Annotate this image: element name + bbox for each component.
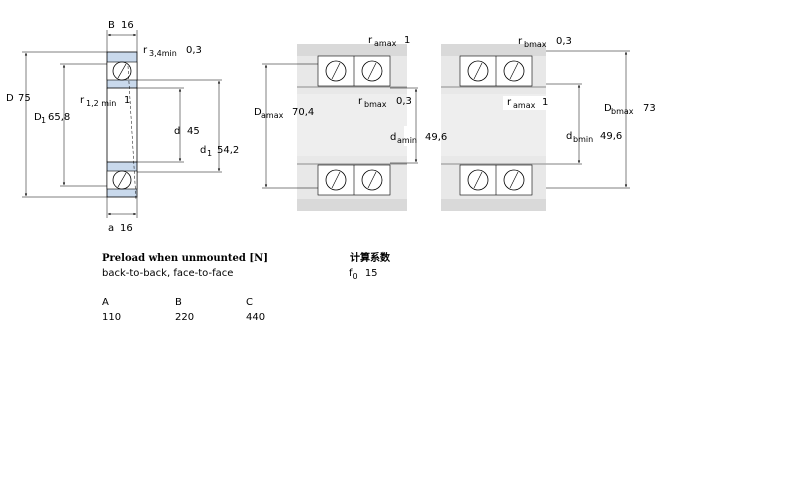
Db-value: 73 — [643, 103, 656, 114]
dim-r34: r 3,4min 0,3 — [143, 45, 202, 58]
Db-symbol: D — [604, 103, 612, 114]
rb-mid-value: 0,3 — [396, 96, 412, 107]
label-rb-mid: r bmax 0,3 — [358, 96, 412, 109]
B-value: 16 — [121, 20, 134, 31]
r12-symbol: r — [80, 95, 85, 106]
r12-value: 1 — [124, 95, 130, 106]
d1-value: 54,2 — [217, 145, 239, 156]
label-db: d bmin 49,6 — [566, 131, 622, 144]
preload-header-a: A — [102, 297, 109, 308]
preload-value-b: 220 — [175, 312, 195, 323]
factor-title: 计算系数 — [350, 253, 390, 264]
ra-mid-value: 1 — [542, 97, 548, 108]
a-label: a — [108, 223, 114, 234]
da-symbol: d — [390, 132, 396, 143]
label-da: d amin 49,6 — [390, 132, 447, 145]
D-label: D — [6, 93, 14, 104]
factor-row: f0 15 — [349, 268, 378, 283]
dim-a: a 16 — [106, 197, 138, 234]
rb-top-subscript: bmax — [524, 40, 547, 49]
dim-d: d 45 — [137, 87, 200, 163]
abutment-dimensions — [262, 50, 630, 189]
Db-subscript: bmax — [611, 107, 634, 116]
preload-value-a: 110 — [102, 312, 122, 323]
d-label: d — [174, 126, 180, 137]
dim-D1: D 1 65,8 — [34, 63, 107, 187]
db-value: 49,6 — [600, 131, 622, 142]
preload-arrangement: back-to-back, face-to-face — [102, 268, 234, 279]
label-Db: D bmax 73 — [604, 103, 656, 116]
preload-title: Preload when unmounted [N] — [102, 253, 268, 264]
ra-top-value: 1 — [404, 35, 410, 46]
r12-subscript: 1,2 min — [86, 99, 116, 108]
label-rb-top: r bmax 0,3 — [518, 36, 572, 49]
label-ra-top: r amax 1 — [368, 35, 410, 48]
ra-top-symbol: r — [368, 35, 373, 46]
ra-mid-subscript: amax — [513, 101, 536, 110]
d1-symbol: d — [200, 145, 206, 156]
D1-symbol: D — [34, 112, 42, 123]
dim-d1: d 1 54,2 — [137, 79, 239, 173]
factor-symbol: f — [349, 268, 353, 279]
r34-subscript: 3,4min — [149, 49, 177, 58]
a-value: 16 — [120, 223, 133, 234]
dim-D: D 75 — [6, 51, 107, 198]
factor-value: 15 — [364, 268, 378, 279]
d-value: 45 — [187, 126, 200, 137]
rb-top-symbol: r — [518, 36, 523, 47]
preload-header-c: C — [246, 297, 253, 308]
preload-header-b: B — [175, 297, 182, 308]
D-value: 75 — [18, 93, 31, 104]
da-value: 49,6 — [425, 132, 447, 143]
label-ra-mid: r amax 1 — [507, 97, 548, 110]
Da-symbol: D — [254, 107, 262, 118]
rb-mid-subscript: bmax — [364, 100, 387, 109]
Da-subscript: amax — [261, 111, 284, 120]
abutment-drawing-1 — [297, 44, 454, 211]
r34-symbol: r — [143, 45, 148, 56]
dim-B: B 16 — [106, 20, 138, 52]
D1-value: 65,8 — [48, 112, 70, 123]
ra-top-subscript: amax — [374, 39, 397, 48]
contact-angle-line — [127, 65, 137, 201]
rb-mid-symbol: r — [358, 96, 363, 107]
factor-subscript: 0 — [352, 272, 358, 281]
preload-value-c: 440 — [246, 312, 266, 323]
bearing-section — [106, 51, 138, 201]
ra-mid-symbol: r — [507, 97, 512, 108]
rb-top-value: 0,3 — [556, 36, 572, 47]
db-symbol: d — [566, 131, 572, 142]
d1-subscript: 1 — [207, 149, 212, 158]
Da-value: 70,4 — [292, 107, 314, 118]
da-subscript: amin — [397, 136, 417, 145]
abutment-drawing-2 — [441, 44, 553, 211]
r34-value: 0,3 — [186, 45, 202, 56]
D1-subscript: 1 — [41, 116, 46, 125]
label-Da: D amax 70,4 — [254, 107, 314, 120]
dim-r12: r 1,2 min 1 — [80, 95, 130, 108]
B-label: B — [108, 20, 115, 31]
db-subscript: bmin — [573, 135, 593, 144]
